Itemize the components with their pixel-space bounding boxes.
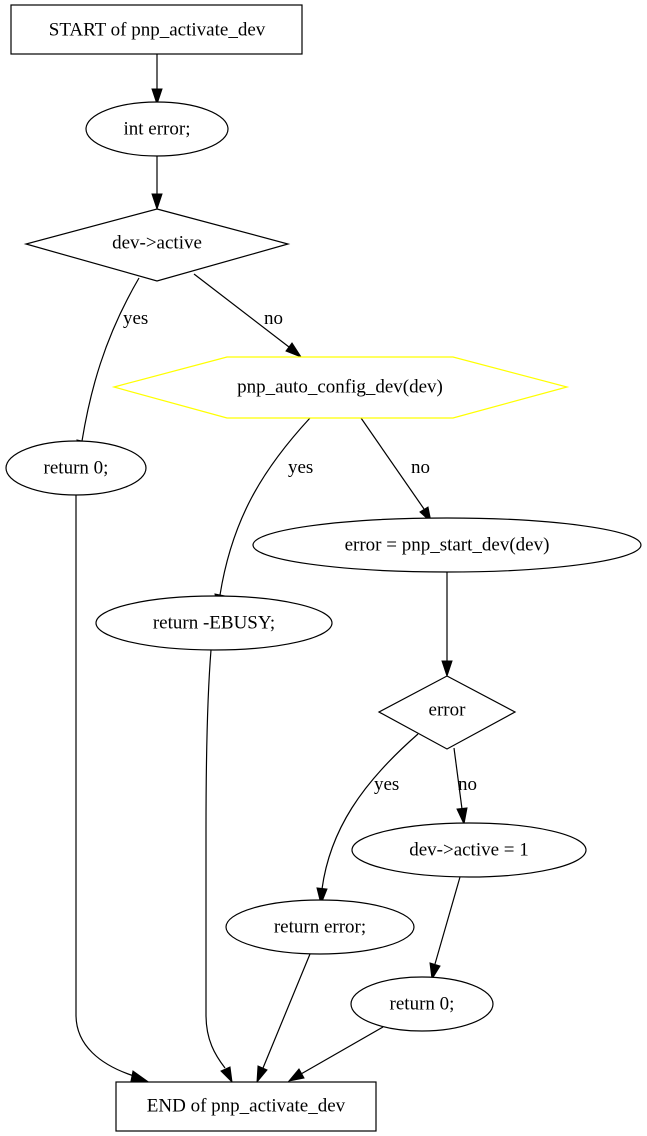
arrow-head (441, 660, 453, 678)
arrow-head (429, 962, 441, 981)
edge-labels: yes no yes no yes no (123, 308, 477, 795)
return-0-second-ellipse (350, 976, 494, 1032)
edge-return-0-second-to-end (300, 1026, 384, 1075)
edge-label-error-yes: yes (374, 774, 399, 795)
arrow-head (456, 807, 468, 826)
active-set-ellipse (351, 822, 587, 878)
return-0-first-label: return 0; (44, 458, 109, 479)
start-dev-ellipse (252, 517, 642, 573)
arrow-head (287, 1068, 305, 1082)
return-0-second-label: return 0; (390, 994, 455, 1015)
edge-auto-config-yes (219, 417, 311, 596)
edge-error-no (453, 747, 463, 810)
node-dev-active: dev->active (23, 208, 291, 282)
return-ebusy-label: return -EBUSY; (153, 613, 275, 634)
edge-active-set-to-return-0 (434, 876, 461, 965)
end-box (115, 1081, 377, 1132)
edge-label-dev-active-yes: yes (123, 308, 148, 329)
edge-dev-active-no (193, 273, 290, 348)
start-dev-label: error = pnp_start_dev(dev) (345, 535, 550, 556)
edge-return-error-to-end (262, 953, 311, 1069)
auto-config-hexagon (111, 356, 570, 419)
dev-active-diamond (23, 208, 291, 282)
node-start: START of pnp_activate_dev (10, 4, 303, 55)
node-return-0-second: return 0; (350, 976, 494, 1032)
edge-return-ebusy-to-end (205, 649, 226, 1069)
int-error-label: int error; (123, 119, 190, 140)
active-set-label: dev->active = 1 (409, 840, 529, 861)
node-return-ebusy: return -EBUSY; (95, 595, 333, 651)
node-start-dev: error = pnp_start_dev(dev) (252, 517, 642, 573)
arrow-head (130, 1070, 149, 1082)
auto-config-label: pnp_auto_config_dev(dev) (237, 377, 443, 398)
arrow-head (285, 342, 303, 359)
arrow-head (220, 1066, 233, 1084)
edge-dev-active-yes (81, 277, 140, 442)
error-diamond (377, 675, 517, 750)
node-active-set: dev->active = 1 (351, 822, 587, 878)
edge-label-auto-config-yes: yes (288, 457, 313, 478)
edge-error-yes (321, 733, 419, 890)
return-error-label: return error; (274, 917, 366, 938)
int-error-ellipse (85, 101, 229, 157)
node-auto-config: pnp_auto_config_dev(dev) (111, 356, 570, 419)
arrow-head (256, 1065, 268, 1084)
node-return-0-first: return 0; (5, 440, 147, 496)
edge-return-0-first-to-end (75, 495, 135, 1077)
arrow-head (151, 88, 163, 106)
error-check-label: error (429, 700, 467, 721)
dev-active-label: dev->active (112, 233, 202, 254)
node-int-error: int error; (85, 101, 229, 157)
arrow-head (151, 193, 163, 211)
start-box (10, 4, 303, 55)
edge-label-error-no: no (458, 774, 477, 795)
end-label: END of pnp_activate_dev (147, 1096, 346, 1117)
start-label: START of pnp_activate_dev (49, 20, 266, 41)
node-return-error: return error; (225, 899, 415, 955)
arrow-head (316, 887, 328, 906)
return-error-ellipse (225, 899, 415, 955)
return-0-first-ellipse (5, 440, 147, 496)
node-error-check: error (377, 675, 517, 750)
node-end: END of pnp_activate_dev (115, 1081, 377, 1132)
return-ebusy-ellipse (95, 595, 333, 651)
edge-auto-config-no (360, 417, 425, 510)
edge-label-auto-config-no: no (411, 457, 430, 478)
edge-label-dev-active-no: no (264, 308, 283, 329)
